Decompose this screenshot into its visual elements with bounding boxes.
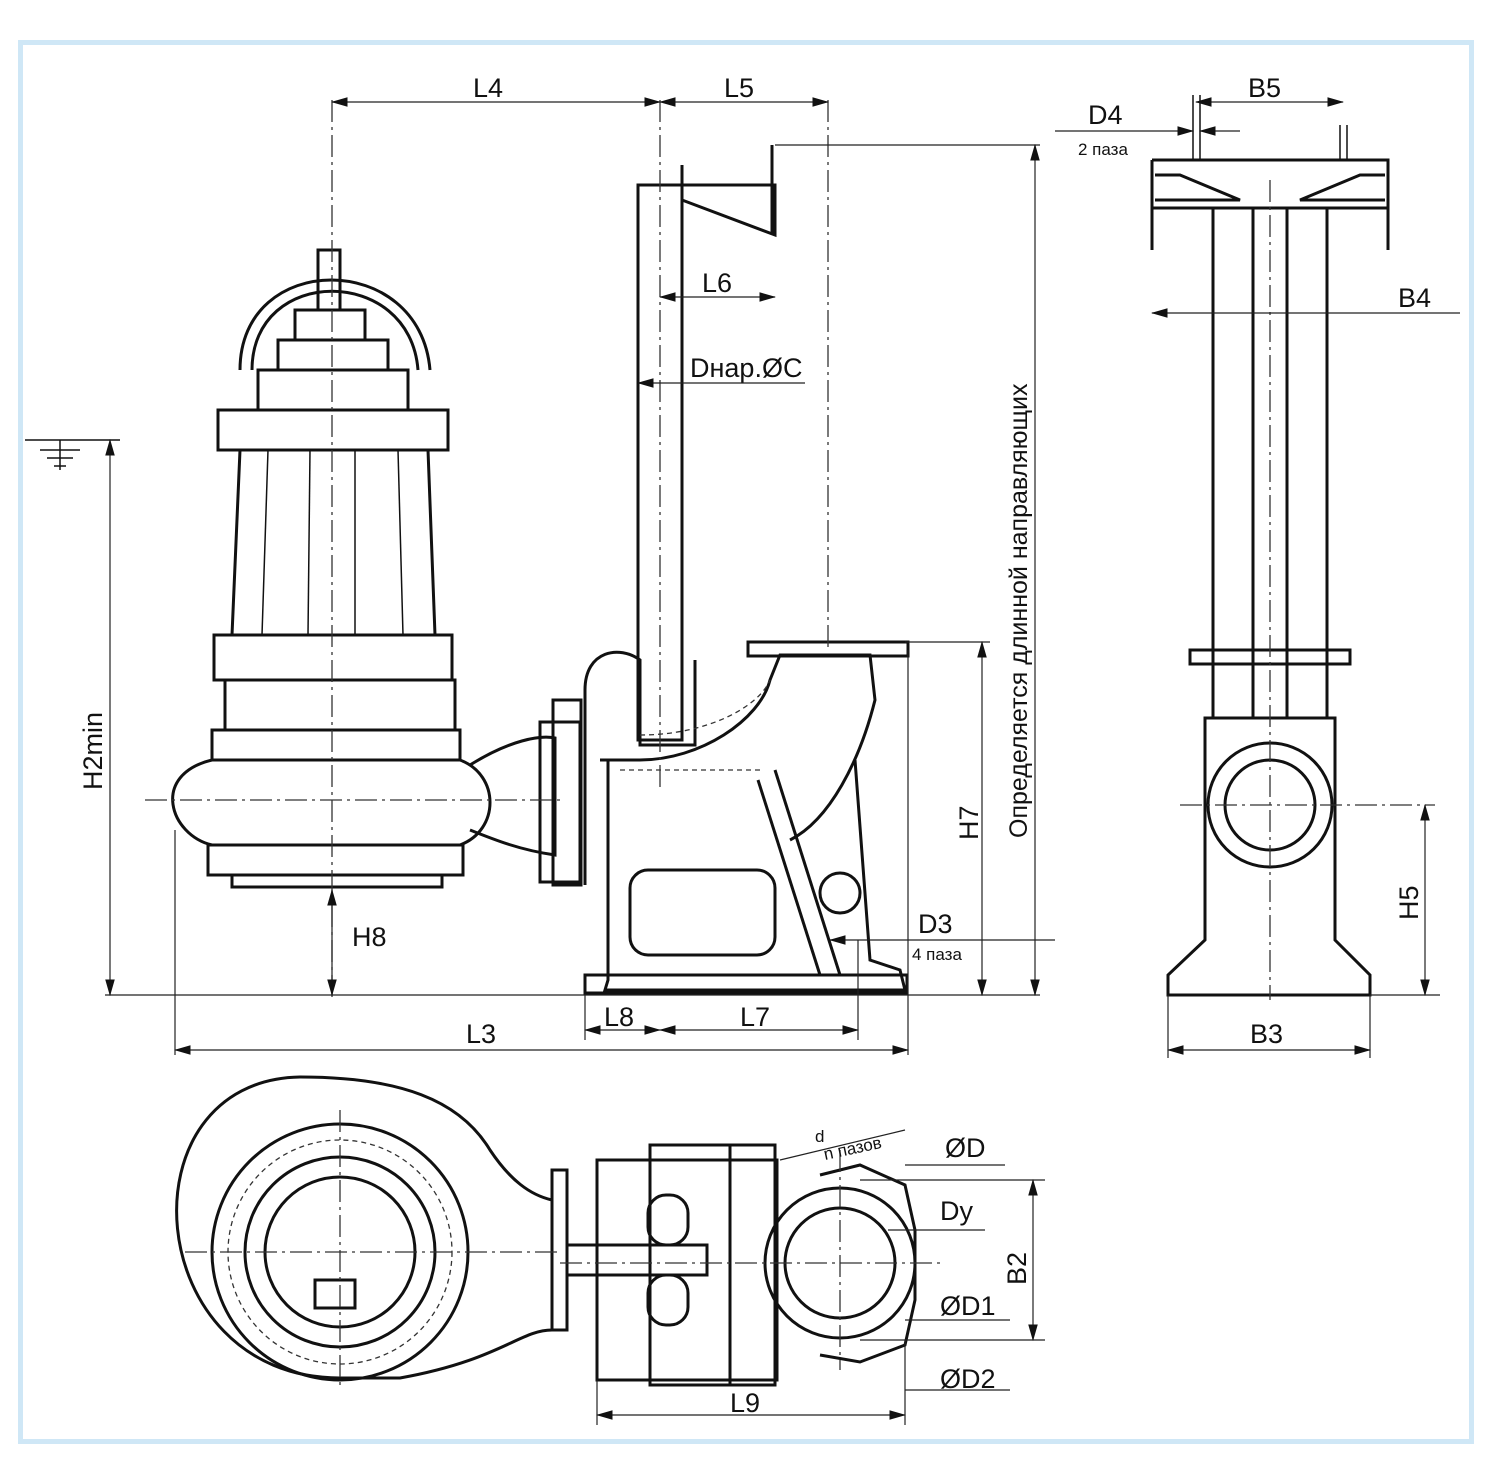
guide-rail xyxy=(636,145,777,742)
rail-length-note: Определяется длинной направляющих xyxy=(1005,383,1033,838)
dim-Dy: Dy xyxy=(940,1196,973,1226)
dim-OD: ØD xyxy=(945,1133,986,1163)
dim-B4: B4 xyxy=(1398,283,1431,313)
dim-L3: L3 xyxy=(466,1019,496,1049)
dim-L9: L9 xyxy=(730,1388,760,1418)
front-dimensions xyxy=(105,97,1055,1055)
dim-L4: L4 xyxy=(473,73,503,103)
pump-front-view xyxy=(171,248,557,889)
dim-L5: L5 xyxy=(724,73,754,103)
dim-B2: B2 xyxy=(1002,1252,1032,1285)
dim-B3: B3 xyxy=(1250,1019,1283,1049)
dim-Dnar: Dнар.ØC xyxy=(690,353,802,383)
dim-H2min: H2min xyxy=(78,712,108,790)
dim-d: d xyxy=(815,1127,824,1146)
pump-side-view xyxy=(1150,95,1435,1000)
dim-OD2: ØD2 xyxy=(940,1364,996,1394)
dim-n-note: n пазов xyxy=(822,1133,883,1164)
side-dimensions xyxy=(1055,97,1460,1058)
dim-L7: L7 xyxy=(740,1002,770,1032)
dim-H5: H5 xyxy=(1394,885,1424,920)
discharge-elbow-front xyxy=(538,640,910,995)
pump-top-view xyxy=(175,1075,945,1390)
dim-D3: D3 xyxy=(918,909,953,939)
dim-D3-note: 4 паза xyxy=(912,945,962,964)
drawing-frame xyxy=(18,40,1474,1444)
dim-H7: H7 xyxy=(954,805,984,840)
dim-D4: D4 xyxy=(1088,100,1123,130)
top-dimensions xyxy=(595,1129,1045,1425)
dim-OD1: ØD1 xyxy=(940,1291,996,1321)
dim-B5: B5 xyxy=(1248,73,1281,103)
dim-H8: H8 xyxy=(352,922,387,952)
dim-L8: L8 xyxy=(604,1002,634,1032)
dim-L6: L6 xyxy=(702,268,732,298)
dim-D4-note: 2 паза xyxy=(1078,140,1128,159)
water-level-icon xyxy=(25,439,120,470)
